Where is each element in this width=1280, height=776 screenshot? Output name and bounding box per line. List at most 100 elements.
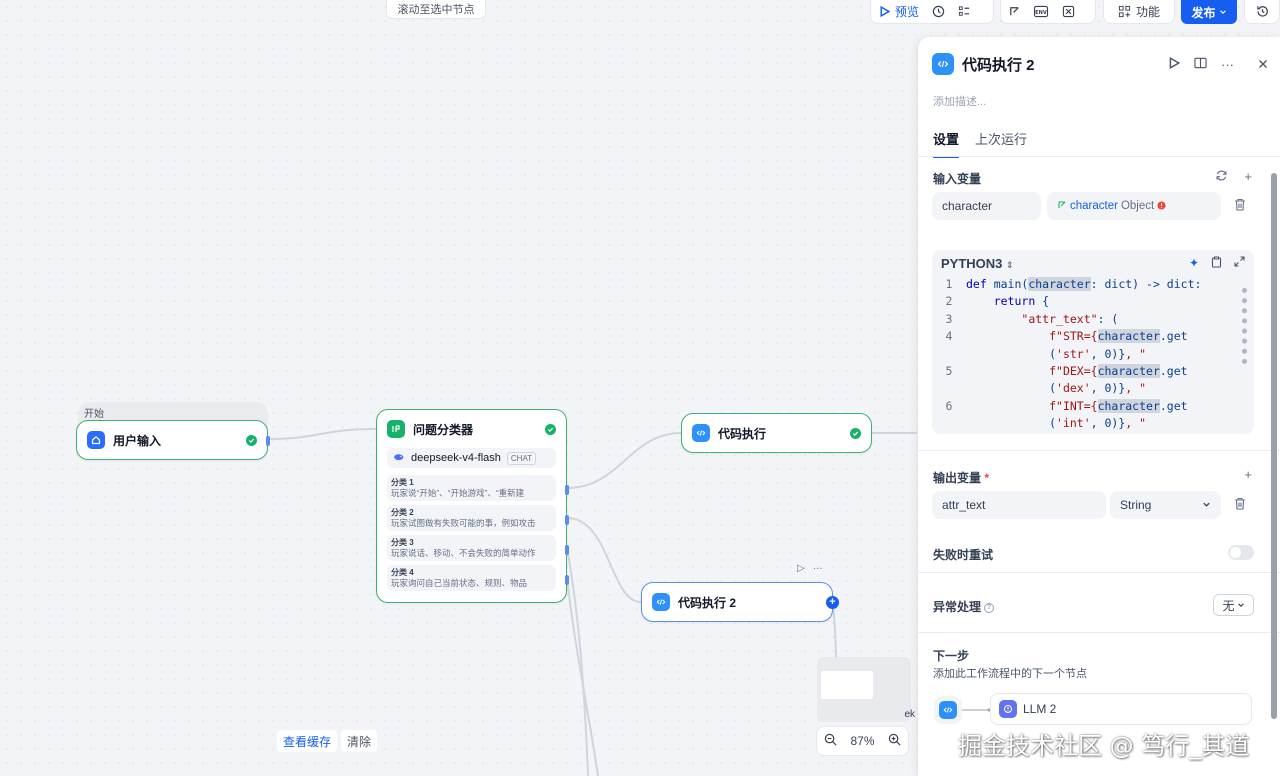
code-exec-node[interactable]: 代码执行 xyxy=(681,413,872,453)
deepseek-whale-icon xyxy=(393,452,405,465)
minimap[interactable]: ek xyxy=(817,657,915,722)
history-check-icon[interactable] xyxy=(931,5,945,19)
error-handling-select[interactable]: 无 xyxy=(1213,594,1254,616)
panel-title[interactable]: 代码执行 2 xyxy=(962,56,1035,74)
error-handling-label: 异常处理? xyxy=(933,598,995,615)
next-step-flow: LLM 2 xyxy=(932,691,1252,727)
error-icon xyxy=(1157,199,1166,213)
copy-icon[interactable] xyxy=(1211,256,1222,271)
checklist-icon[interactable] xyxy=(957,5,971,19)
publish-label: 发布 xyxy=(1191,5,1216,20)
code-exec-2-title: 代码执行 2 xyxy=(678,595,737,610)
llm-icon xyxy=(999,700,1017,718)
code-minimap-scroll[interactable] xyxy=(1242,288,1247,364)
close-icon[interactable] xyxy=(1258,57,1268,72)
next-node-llm-2[interactable]: LLM 2 xyxy=(990,693,1252,725)
history-icon xyxy=(1255,5,1269,19)
retry-label: 失败时重试 xyxy=(933,548,994,562)
output-handle[interactable] xyxy=(266,436,270,446)
category-4-handle[interactable] xyxy=(565,575,569,585)
zoom-controls: 87% xyxy=(816,726,909,756)
view-cache-button[interactable]: 查看缓存 xyxy=(277,730,338,752)
more-icon[interactable]: ··· xyxy=(812,563,823,574)
section-divider xyxy=(918,632,1280,633)
tab-settings[interactable]: 设置 xyxy=(933,129,960,158)
sort-icon: ⇕ xyxy=(1006,259,1014,270)
zoom-level[interactable]: 87% xyxy=(850,734,875,748)
category-item: 分类 4 玩家询问自己当前状态、规则、物品 xyxy=(387,565,556,591)
input-var-name: character xyxy=(942,199,993,213)
node-link-icon[interactable] xyxy=(1007,5,1021,19)
cache-controls: 查看缓存 清除 xyxy=(277,730,378,752)
zoom-in-icon[interactable] xyxy=(888,733,901,749)
language-label: PYTHON3 xyxy=(941,255,1003,271)
output-var-name: attr_text xyxy=(942,498,986,512)
ai-sparkle-icon[interactable]: ✦ xyxy=(1188,255,1199,270)
code-line: ('str', 0)}, " xyxy=(966,346,1147,361)
category-desc: 玩家说“开始”、“开始游戏”、“重新建 xyxy=(391,488,525,498)
publish-button[interactable]: 发布 xyxy=(1181,0,1237,24)
code-exec-2-node[interactable]: 代码执行 2 xyxy=(641,582,833,622)
language-selector[interactable]: PYTHON3 ⇕ xyxy=(941,256,1187,271)
input-var-name-field[interactable]: character xyxy=(932,192,1041,220)
env-icon[interactable]: ENV xyxy=(1033,5,1049,19)
output-var-type-select[interactable]: String xyxy=(1110,491,1221,519)
category-1-handle[interactable] xyxy=(565,485,569,495)
variable-x-icon[interactable] xyxy=(1061,5,1075,19)
code-line: 5 f"DEX={character.get xyxy=(945,364,1188,379)
delete-output-var-icon[interactable] xyxy=(1234,497,1246,513)
category-3-handle[interactable] xyxy=(565,545,569,555)
panel-scrollbar[interactable] xyxy=(1271,173,1277,719)
model-selector[interactable]: deepseek-v4-flash CHAT xyxy=(387,448,556,468)
toolbar-group-run: 预览 xyxy=(870,0,994,24)
input-vars-title: 输入变量 xyxy=(933,172,982,186)
variable-ref-icon xyxy=(1057,199,1067,213)
output-var-name-field[interactable]: attr_text xyxy=(932,491,1106,519)
category-2-handle[interactable] xyxy=(565,515,569,525)
description-input[interactable]: 添加描述... xyxy=(933,96,987,108)
add-icon[interactable]: + xyxy=(1244,467,1252,482)
apps-icon xyxy=(1118,5,1132,19)
tab-last-run[interactable]: 上次运行 xyxy=(975,132,1028,147)
code-line: 4 f"STR={character.get xyxy=(945,329,1188,344)
output-vars-actions: + xyxy=(1244,467,1252,482)
more-icon[interactable]: ··· xyxy=(1221,56,1234,72)
zoom-out-icon[interactable] xyxy=(824,733,837,749)
run-node-icon[interactable] xyxy=(1168,56,1181,72)
run-node-icon[interactable]: ▷ xyxy=(797,563,805,574)
expand-icon[interactable] xyxy=(1234,255,1245,271)
clear-cache-button[interactable]: 清除 xyxy=(341,730,378,752)
success-check-icon xyxy=(545,423,556,435)
input-var-value-selector[interactable]: character Object xyxy=(1047,192,1221,220)
code-line: ('int', 0)}, " xyxy=(966,416,1147,431)
user-input-node[interactable]: 用户输入 xyxy=(76,420,270,460)
sync-icon[interactable] xyxy=(1215,169,1228,185)
category-desc: 玩家询问自己当前状态、规则、物品 xyxy=(391,578,528,588)
question-classifier-node[interactable]: 问题分类器 deepseek-v4-flash CHAT 分类 1 玩家说“开始… xyxy=(376,409,569,603)
add-next-node-icon[interactable]: + xyxy=(826,596,839,609)
help-icon[interactable]: ? xyxy=(984,602,995,613)
chevron-down-icon xyxy=(1237,598,1245,612)
home-icon xyxy=(87,431,105,449)
node-settings-panel: 代码执行 2 ··· 添加描述... 设置 上次运行 输入变量 + charac… xyxy=(917,37,1280,776)
classifier-icon xyxy=(387,420,405,438)
features-button[interactable]: 功能 xyxy=(1103,0,1175,24)
version-history-button[interactable] xyxy=(1244,0,1280,24)
code-icon xyxy=(652,593,670,611)
tabs-divider xyxy=(918,156,1280,157)
panel-tabs: 设置 上次运行 xyxy=(933,129,1027,158)
error-handling-value: 无 xyxy=(1222,598,1235,613)
preview-button[interactable]: 预览 xyxy=(877,3,919,20)
code-line: 2 return { xyxy=(945,294,1050,309)
features-label: 功能 xyxy=(1135,5,1160,19)
section-divider xyxy=(918,572,1280,573)
add-icon[interactable]: + xyxy=(1244,169,1252,184)
section-divider xyxy=(918,450,1280,451)
retry-toggle[interactable] xyxy=(1228,545,1254,560)
split-view-icon[interactable] xyxy=(1194,57,1207,72)
delete-input-var-icon[interactable] xyxy=(1234,198,1246,214)
toolbar-group-tools: ENV xyxy=(1000,0,1096,24)
scroll-to-selected-button[interactable]: 滚动至选中节点 xyxy=(386,0,486,19)
